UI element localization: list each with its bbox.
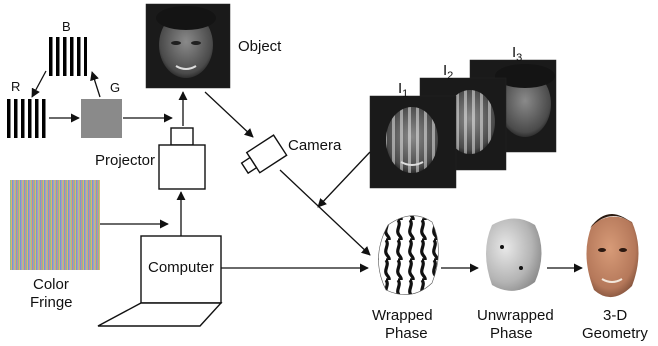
geometry-label-2: Geometry <box>582 325 648 342</box>
color-fringe-label-2: Fringe <box>30 294 73 311</box>
wrapped-label-2: Phase <box>385 325 428 342</box>
arrow-b-to-r <box>31 70 47 98</box>
arrow-object-to-camera <box>204 91 254 138</box>
color-fringe-image <box>10 180 100 270</box>
geometry-face-icon <box>586 214 639 298</box>
label-i1: I1 <box>398 80 408 100</box>
unwrapped-phase-image <box>486 218 542 291</box>
captured-image-i1 <box>369 95 457 189</box>
camera-label: Camera <box>288 137 342 154</box>
camera-icon <box>240 134 288 175</box>
arrow-g-to-b <box>90 71 101 98</box>
label-b: B <box>62 19 71 34</box>
label-i2: I2 <box>443 62 453 82</box>
label-r: R <box>11 79 20 94</box>
wrapped-phase-image <box>378 215 439 295</box>
computer-label: Computer <box>148 259 214 276</box>
face-photo-icon <box>145 3 231 89</box>
projector-icon <box>158 127 206 190</box>
laptop-icon <box>97 235 223 327</box>
object-label: Object <box>238 38 282 55</box>
blue-pattern <box>47 37 87 76</box>
red-pattern <box>7 99 47 138</box>
arrow-images-to-camera-path <box>317 151 371 208</box>
green-pattern <box>81 99 122 138</box>
unwrapped-label-1: Unwrapped <box>477 307 554 324</box>
wrapped-label-1: Wrapped <box>372 307 433 324</box>
unwrapped-label-2: Phase <box>490 325 533 342</box>
geometry-label-1: 3-D <box>603 307 627 324</box>
arrow-camera-to-wrapped <box>279 169 371 256</box>
projector-label: Projector <box>95 152 155 169</box>
label-i3: I3 <box>512 44 522 64</box>
label-g: G <box>110 80 120 95</box>
color-fringe-label-1: Color <box>33 276 69 293</box>
